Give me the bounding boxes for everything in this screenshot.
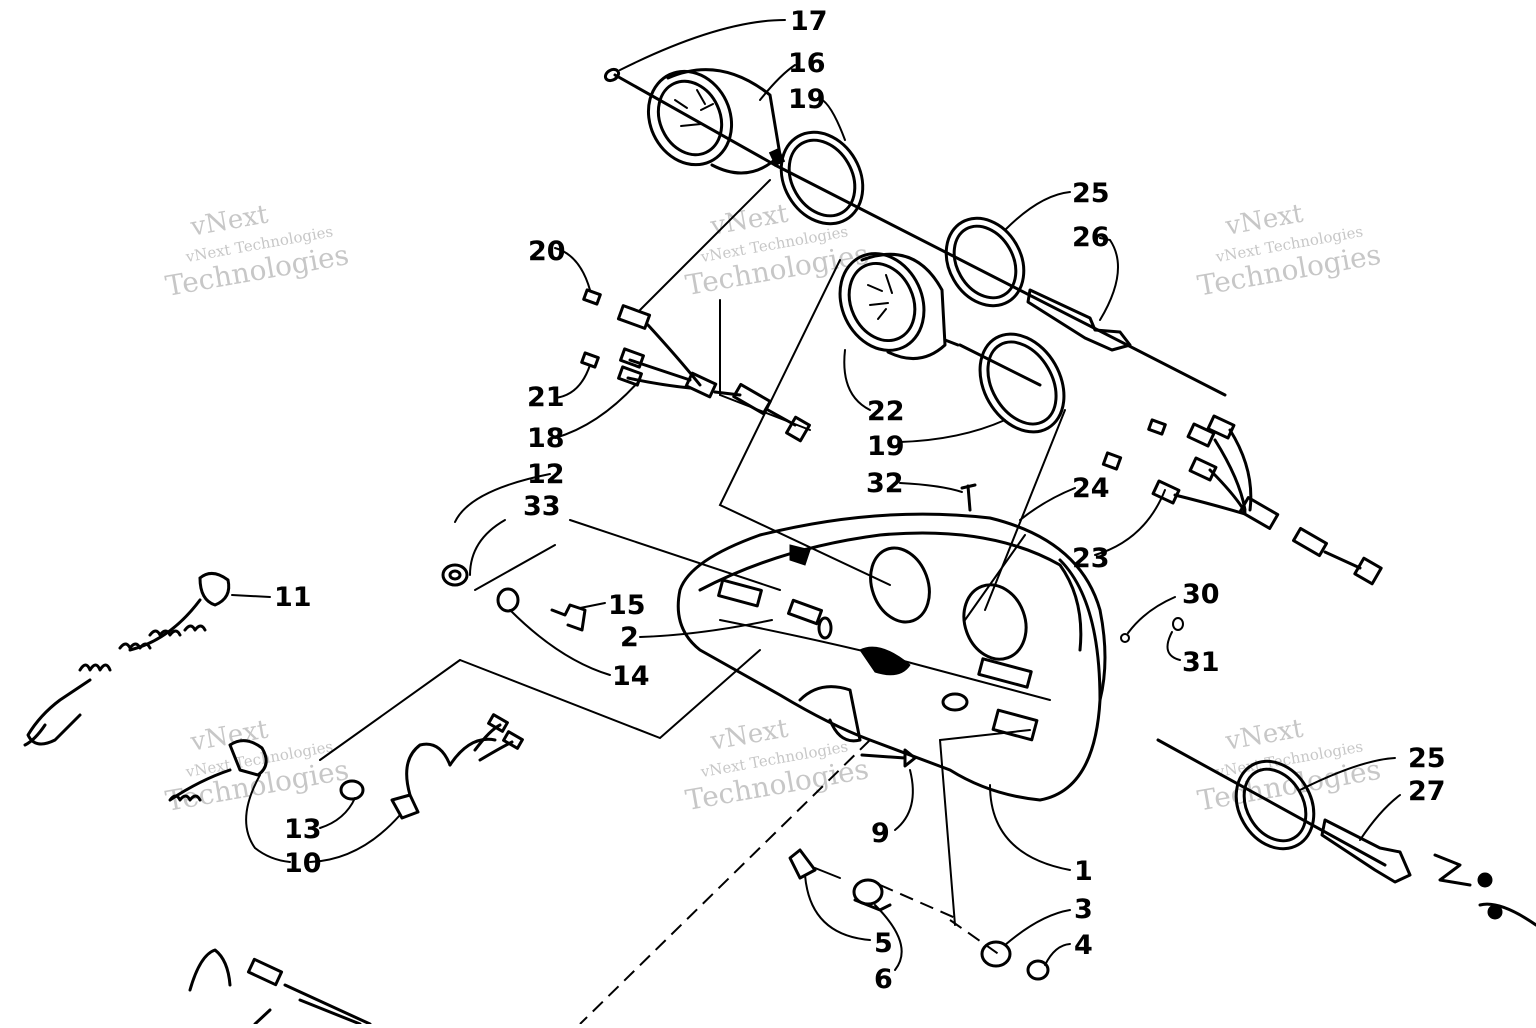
callout-numbers: 17 16 19 25 26 20 21 18 22 19 12 33 32 2… (274, 6, 1446, 995)
callout-19: 19 (788, 84, 826, 115)
callout-24: 24 (1072, 473, 1110, 504)
washer-33 (496, 587, 520, 613)
callout-31: 31 (1182, 647, 1220, 678)
callout-27: 27 (1408, 776, 1446, 807)
callout-3: 3 (1074, 894, 1093, 925)
ring-25-upper (944, 216, 1026, 308)
callout-33: 33 (523, 491, 561, 522)
watermark-left-top: vNext vNext Technologies Technologies (163, 199, 351, 302)
washer-3 (980, 940, 1012, 968)
callout-32: 32 (866, 468, 904, 499)
watermark-center-top: vNext vNext Technologies Technologies (683, 199, 871, 302)
bezel-ring-middle (978, 332, 1066, 434)
callout-11: 11 (274, 582, 312, 613)
bulb-socket-27 (1320, 818, 1536, 927)
wiring-harness-23 (1101, 414, 1383, 586)
callout-25b: 25 (1408, 743, 1446, 774)
callout-2: 2 (620, 622, 639, 653)
socket-6 (852, 878, 892, 912)
assembly-guide-lines (319, 73, 1387, 1025)
callout-4: 4 (1074, 930, 1093, 961)
bezel-ring-upper (779, 130, 865, 226)
throttle-cable (188, 948, 372, 1026)
callout-21: 21 (527, 382, 565, 413)
callout-14: 14 (612, 661, 650, 692)
callout-15: 15 (608, 590, 646, 621)
speedometer-gauge (838, 252, 960, 361)
callout-19b: 19 (867, 431, 905, 462)
callout-22: 22 (867, 396, 905, 427)
toggle-switch-15 (550, 603, 587, 632)
spring-30-and-clip-31 (1120, 617, 1184, 643)
watermark-right-top: vNext vNext Technologies Technologies (1195, 199, 1383, 303)
nut-4 (1026, 959, 1050, 981)
lamp-5 (788, 848, 841, 880)
grommet-12 (441, 563, 469, 587)
grommet-13 (339, 779, 365, 801)
screw-9 (860, 748, 917, 768)
watermark-right-bottom: vNext vNext Technologies Technologies (1195, 714, 1383, 818)
callout-6: 6 (874, 964, 893, 995)
callout-25: 25 (1072, 178, 1110, 209)
watermark-center-bottom: vNext vNext Technologies Technologies (683, 714, 871, 817)
leader-lines (231, 19, 1401, 971)
bulb-socket-26 (1026, 288, 1132, 352)
tachometer-gauge (603, 67, 786, 175)
callout-23: 23 (1072, 543, 1110, 574)
screw-32 (960, 483, 977, 512)
callout-10: 10 (284, 848, 322, 879)
callout-1: 1 (1074, 856, 1093, 887)
callout-18: 18 (527, 423, 565, 454)
callout-26: 26 (1072, 222, 1110, 253)
key-switch-assembly-10 (168, 713, 524, 820)
callout-12: 12 (527, 459, 565, 490)
callout-20: 20 (528, 236, 566, 267)
wiring-harness-18 (580, 288, 811, 443)
callout-5: 5 (874, 928, 893, 959)
tether-cord-11 (23, 572, 231, 747)
callout-13: 13 (284, 814, 322, 845)
callout-30: 30 (1182, 579, 1220, 610)
callout-9: 9 (871, 818, 890, 849)
callout-17: 17 (790, 6, 828, 37)
callout-16: 16 (788, 48, 826, 79)
